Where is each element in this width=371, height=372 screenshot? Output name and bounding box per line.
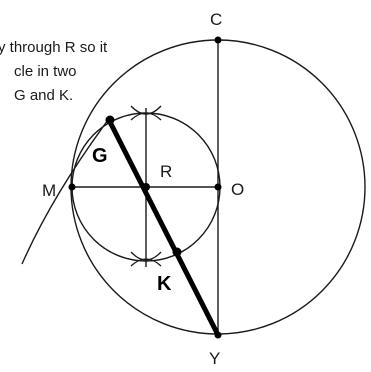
- point-k: [172, 247, 182, 257]
- label-y: Y: [209, 349, 220, 368]
- arc-mark-bottom-2: [130, 251, 162, 261]
- point-g: [105, 115, 115, 125]
- point-r: [142, 183, 150, 191]
- arc-mark-bottom-1: [130, 258, 162, 267]
- label-c: C: [210, 10, 222, 29]
- line-gy: [106, 117, 221, 338]
- point-o: [214, 183, 222, 191]
- label-k: K: [157, 273, 172, 295]
- label-o: O: [231, 180, 244, 199]
- label-r: R: [160, 162, 172, 181]
- point-y: [214, 331, 222, 339]
- arc-mark-top-1: [130, 112, 162, 121]
- construction-arc-left: [21, 119, 109, 265]
- label-g: G: [92, 145, 108, 167]
- caption-line-3: G and K.: [14, 87, 73, 104]
- label-m: M: [42, 181, 56, 200]
- point-m: [68, 183, 76, 191]
- point-c: [214, 36, 222, 44]
- caption-line-2: cle in two: [14, 63, 77, 80]
- caption-line-1: y through R so it: [0, 39, 108, 56]
- arc-mark-top-2: [130, 105, 162, 115]
